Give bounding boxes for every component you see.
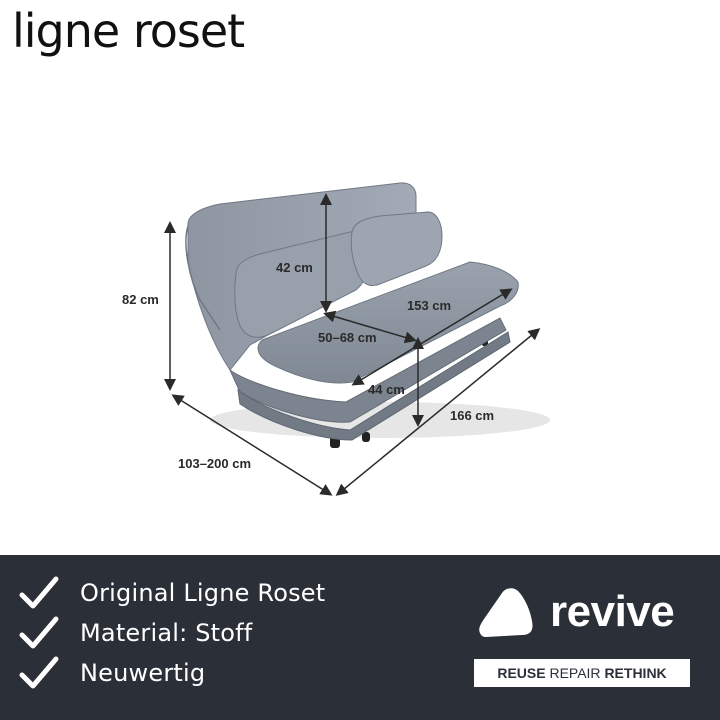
feature-text: Original Ligne Roset [80, 579, 326, 607]
feature-item: Original Ligne Roset [18, 573, 325, 613]
cushion-right [350, 211, 443, 287]
dim-label-seat-length: 153 cm [407, 298, 451, 313]
checkmark-icon [19, 656, 59, 689]
feature-item: Material: Stoff [18, 613, 325, 653]
tagline-rethink: RETHINK [604, 665, 667, 681]
backrest-fold [185, 225, 221, 331]
revive-wordmark: revive [550, 587, 675, 636]
feature-list: Original Ligne Roset Material: Stoff Neu… [18, 573, 325, 693]
checkmark-icon [19, 576, 59, 609]
feature-item: Neuwertig [18, 653, 325, 693]
revive-logo: revive [476, 585, 675, 639]
dim-label-depth: 103–200 cm [178, 456, 251, 471]
revive-mark-icon [479, 588, 533, 637]
dim-label-seat-height: 44 cm [368, 382, 405, 397]
dim-label-height: 82 cm [122, 292, 159, 307]
sofa-illustration: 82 cm 103–200 cm 166 cm 153 cm 50–68 cm … [122, 182, 550, 496]
feature-text: Neuwertig [80, 659, 206, 687]
dim-label-seat-depth: 50–68 cm [318, 330, 377, 345]
tagline-repair: REPAIR [549, 665, 601, 681]
feature-text: Material: Stoff [80, 619, 253, 647]
revive-tagline: REUSE REPAIR RETHINK [474, 659, 690, 687]
dim-line-seat-depth [323, 310, 417, 344]
checkmark-icon [19, 616, 59, 649]
ligne-roset-logo: ligne roset [12, 4, 245, 58]
dim-label-width: 166 cm [450, 408, 494, 423]
dim-line-depth [171, 394, 333, 496]
dim-line-seat-length [351, 288, 513, 386]
info-footer: Original Ligne Roset Material: Stoff Neu… [0, 555, 720, 720]
tagline-reuse: REUSE [497, 665, 546, 681]
dim-label-back-height: 42 cm [276, 260, 313, 275]
